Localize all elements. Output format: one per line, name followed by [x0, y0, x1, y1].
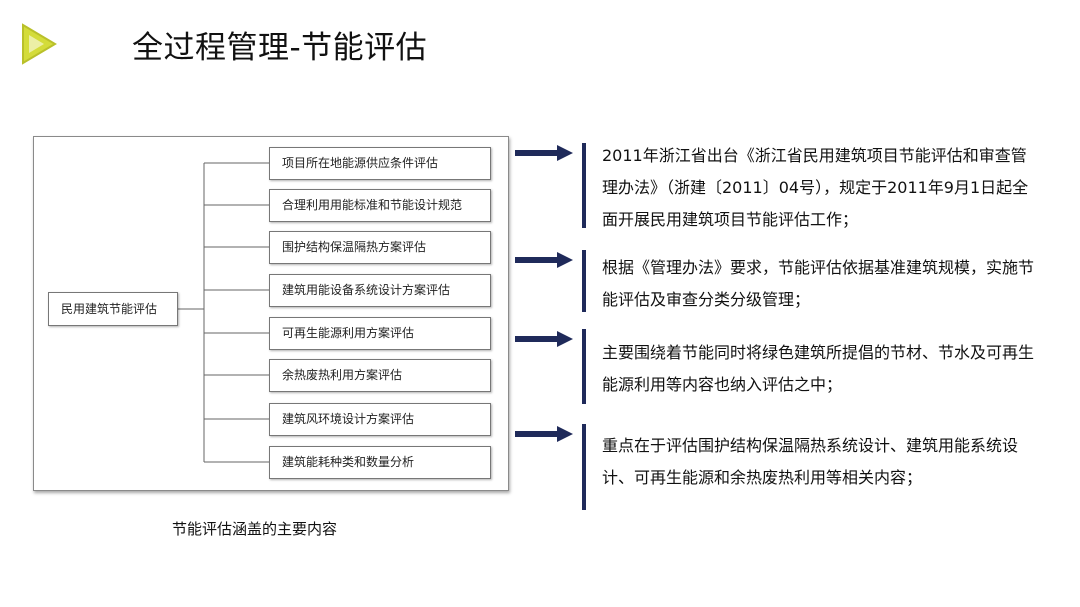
root-node: 民用建筑节能评估 — [48, 292, 178, 326]
point-bar — [582, 250, 586, 312]
diagram-caption: 节能评估涵盖的主要内容 — [172, 520, 338, 538]
leaf-node-8: 建筑能耗种类和数量分析 — [269, 446, 491, 479]
arrow-right-icon — [515, 331, 573, 347]
leaf-node-6: 余热废热利用方案评估 — [269, 359, 491, 392]
play-triangle-icon — [22, 23, 57, 65]
point-bar — [582, 424, 586, 510]
page-title: 全过程管理-节能评估 — [132, 30, 428, 66]
point-bar — [582, 143, 586, 228]
leaf-node-5: 可再生能源利用方案评估 — [269, 317, 491, 350]
leaf-node-2: 合理利用用能标准和节能设计规范 — [269, 189, 491, 222]
arrow-right-icon — [515, 145, 573, 161]
point-text-3: 主要围绕着节能同时将绿色建筑所提倡的节材、节水及可再生能源利用等内容也纳入评估之… — [602, 343, 1035, 394]
point-text-2: 根据《管理办法》要求，节能评估依据基准建筑规模，实施节能评估及审查分类分级管理； — [602, 258, 1035, 309]
leaf-node-3: 围护结构保温隔热方案评估 — [269, 231, 491, 264]
point-text-1: 2011年浙江省出台《浙江省民用建筑项目节能评估和审查管理办法》（浙建〔2011… — [602, 146, 1029, 229]
leaf-node-4: 建筑用能设备系统设计方案评估 — [269, 274, 491, 307]
leaf-node-7: 建筑风环境设计方案评估 — [269, 403, 491, 436]
point-bar — [582, 329, 586, 404]
tree-connectors — [178, 162, 269, 463]
arrow-right-icon — [515, 252, 573, 268]
arrow-right-icon — [515, 426, 573, 442]
leaf-node-1: 项目所在地能源供应条件评估 — [269, 147, 491, 180]
evaluation-tree-diagram: 民用建筑节能评估 项目所在地能源供应条件评估 合理利用用能标准和节能设计规范 围… — [33, 136, 509, 491]
point-text-4: 重点在于评估围护结构保温隔热系统设计、建筑用能系统设计、可再生能源和余热废热利用… — [602, 436, 1019, 487]
